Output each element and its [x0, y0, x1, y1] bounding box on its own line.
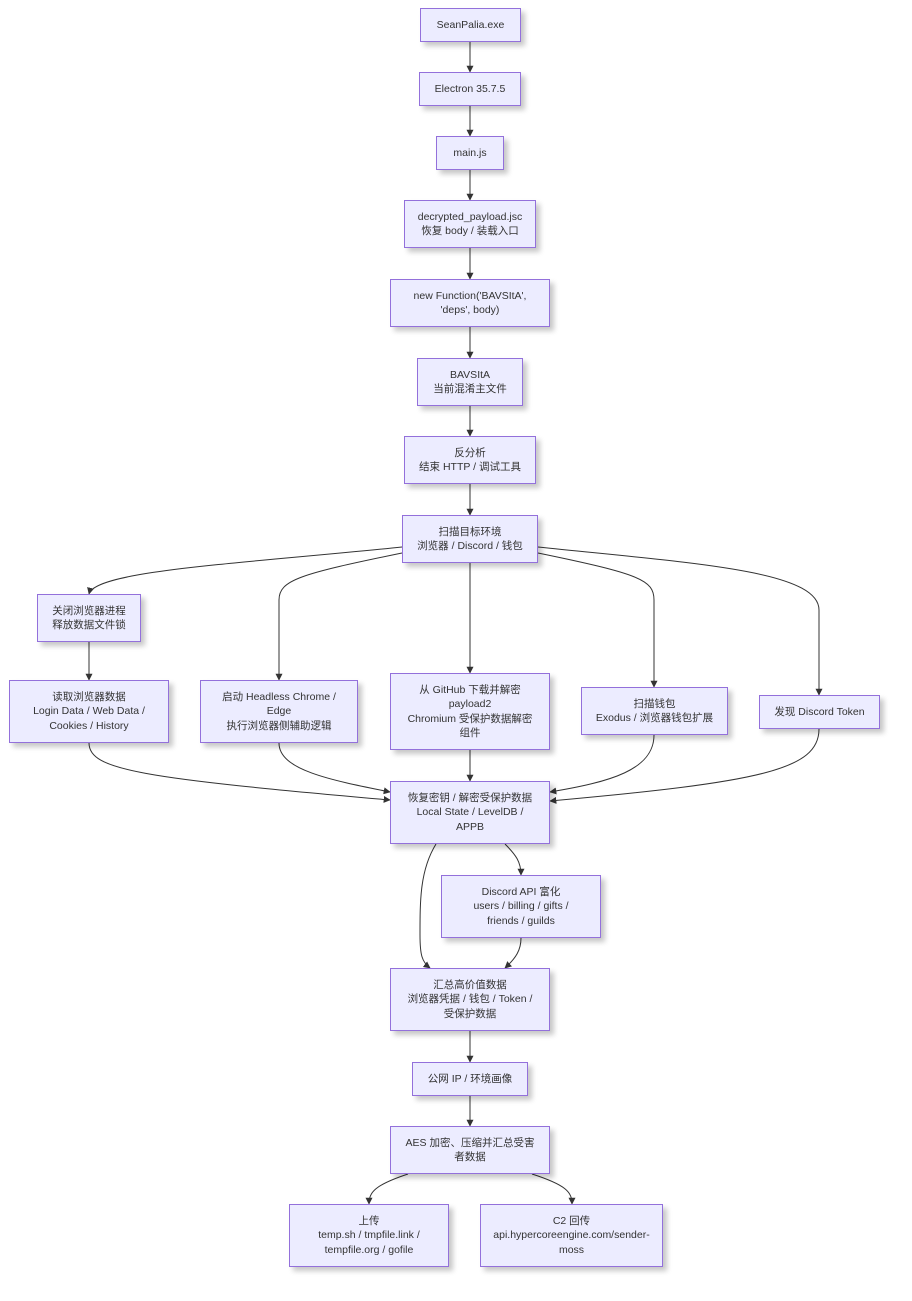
node-c2: C2 回传 api.hypercoreengine.com/sender- mo…	[480, 1204, 663, 1267]
node-github: 从 GitHub 下载并解密 payload2 Chromium 受保护数据解密…	[390, 673, 550, 750]
node-upload: 上传 temp.sh / tmpfile.link / tempfile.org…	[289, 1204, 449, 1267]
node-payload: decrypted_payload.jsc 恢复 body / 装载入口	[404, 200, 536, 248]
node-wallet: 扫描钱包 Exodus / 浏览器钱包扩展	[581, 687, 728, 735]
node-wallet-label: 扫描钱包 Exodus / 浏览器钱包扩展	[595, 697, 714, 725]
edge-aes-to-upload	[365, 1173, 409, 1205]
node-exe: SeanPalia.exe	[420, 8, 521, 42]
node-newfunc: new Function('BAVSItA', 'deps', body)	[390, 279, 550, 327]
node-close-browser-label: 关闭浏览器进程 释放数据文件锁	[52, 604, 126, 632]
node-bavsita: BAVSItA 当前混淆主文件	[417, 358, 523, 406]
node-bavsita-label: BAVSItA 当前混淆主文件	[433, 368, 507, 396]
node-mainjs: main.js	[436, 136, 504, 170]
node-anti-label: 反分析 结束 HTTP / 调试工具	[419, 446, 521, 474]
edge-scan-to-wallet	[537, 552, 658, 688]
node-scan: 扫描目标环境 浏览器 / Discord / 钱包	[402, 515, 538, 563]
node-ip: 公网 IP / 环境画像	[412, 1062, 528, 1096]
edge-recover-to-discord-api	[504, 843, 525, 876]
edge-aes-to-c2	[531, 1173, 576, 1205]
edge-discord-api-to-aggregate	[504, 937, 522, 969]
node-aggregate-label: 汇总高价值数据 浏览器凭据 / 钱包 / Token / 受保护数据	[407, 978, 533, 1020]
edge-wallet-to-recover	[549, 734, 655, 795]
node-headless-label: 启动 Headless Chrome / Edge 执行浏览器侧辅助逻辑	[222, 690, 336, 732]
node-upload-label: 上传 temp.sh / tmpfile.link / tempfile.org…	[318, 1214, 420, 1256]
edge-recover-to-aggregate	[419, 843, 437, 969]
node-mainjs-label: main.js	[453, 146, 487, 159]
node-electron: Electron 35.7.5	[419, 72, 521, 106]
node-aggregate: 汇总高价值数据 浏览器凭据 / 钱包 / Token / 受保护数据	[390, 968, 550, 1031]
node-github-label: 从 GitHub 下载并解密 payload2 Chromium 受保护数据解密…	[407, 683, 533, 740]
edge-discord-token-to-recover	[549, 728, 820, 804]
node-aes-label: AES 加密、压缩并汇总受害 者数据	[405, 1136, 535, 1164]
node-electron-label: Electron 35.7.5	[434, 82, 506, 95]
node-aes: AES 加密、压缩并汇总受害 者数据	[390, 1126, 550, 1174]
edge-read-browser-to-recover	[88, 742, 391, 803]
node-read-browser: 读取浏览器数据 Login Data / Web Data / Cookies …	[9, 680, 169, 743]
node-recover: 恢复密钥 / 解密受保护数据 Local State / LevelDB / A…	[390, 781, 550, 844]
edge-scan-to-discord-token	[537, 546, 823, 696]
node-discord-api-label: Discord API 富化 users / billing / gifts /…	[473, 885, 569, 927]
node-read-browser-label: 读取浏览器数据 Login Data / Web Data / Cookies …	[33, 690, 145, 732]
node-discord-api: Discord API 富化 users / billing / gifts /…	[441, 875, 601, 938]
node-c2-label: C2 回传 api.hypercoreengine.com/sender- mo…	[493, 1214, 650, 1256]
edge-scan-to-headless	[275, 552, 403, 681]
node-anti: 反分析 结束 HTTP / 调试工具	[404, 436, 536, 484]
node-close-browser: 关闭浏览器进程 释放数据文件锁	[37, 594, 141, 642]
edge-headless-to-recover	[278, 742, 391, 795]
node-ip-label: 公网 IP / 环境画像	[427, 1072, 513, 1085]
node-discord-token-label: 发现 Discord Token	[774, 705, 865, 718]
edge-scan-to-close-browser	[87, 546, 403, 595]
node-exe-label: SeanPalia.exe	[436, 18, 505, 31]
node-headless: 启动 Headless Chrome / Edge 执行浏览器侧辅助逻辑	[200, 680, 358, 743]
node-newfunc-label: new Function('BAVSItA', 'deps', body)	[413, 289, 527, 317]
node-payload-label: decrypted_payload.jsc 恢复 body / 装载入口	[417, 210, 523, 238]
node-scan-label: 扫描目标环境 浏览器 / Discord / 钱包	[417, 525, 523, 553]
node-recover-label: 恢复密钥 / 解密受保护数据 Local State / LevelDB / A…	[407, 791, 533, 833]
node-discord-token: 发现 Discord Token	[759, 695, 880, 729]
